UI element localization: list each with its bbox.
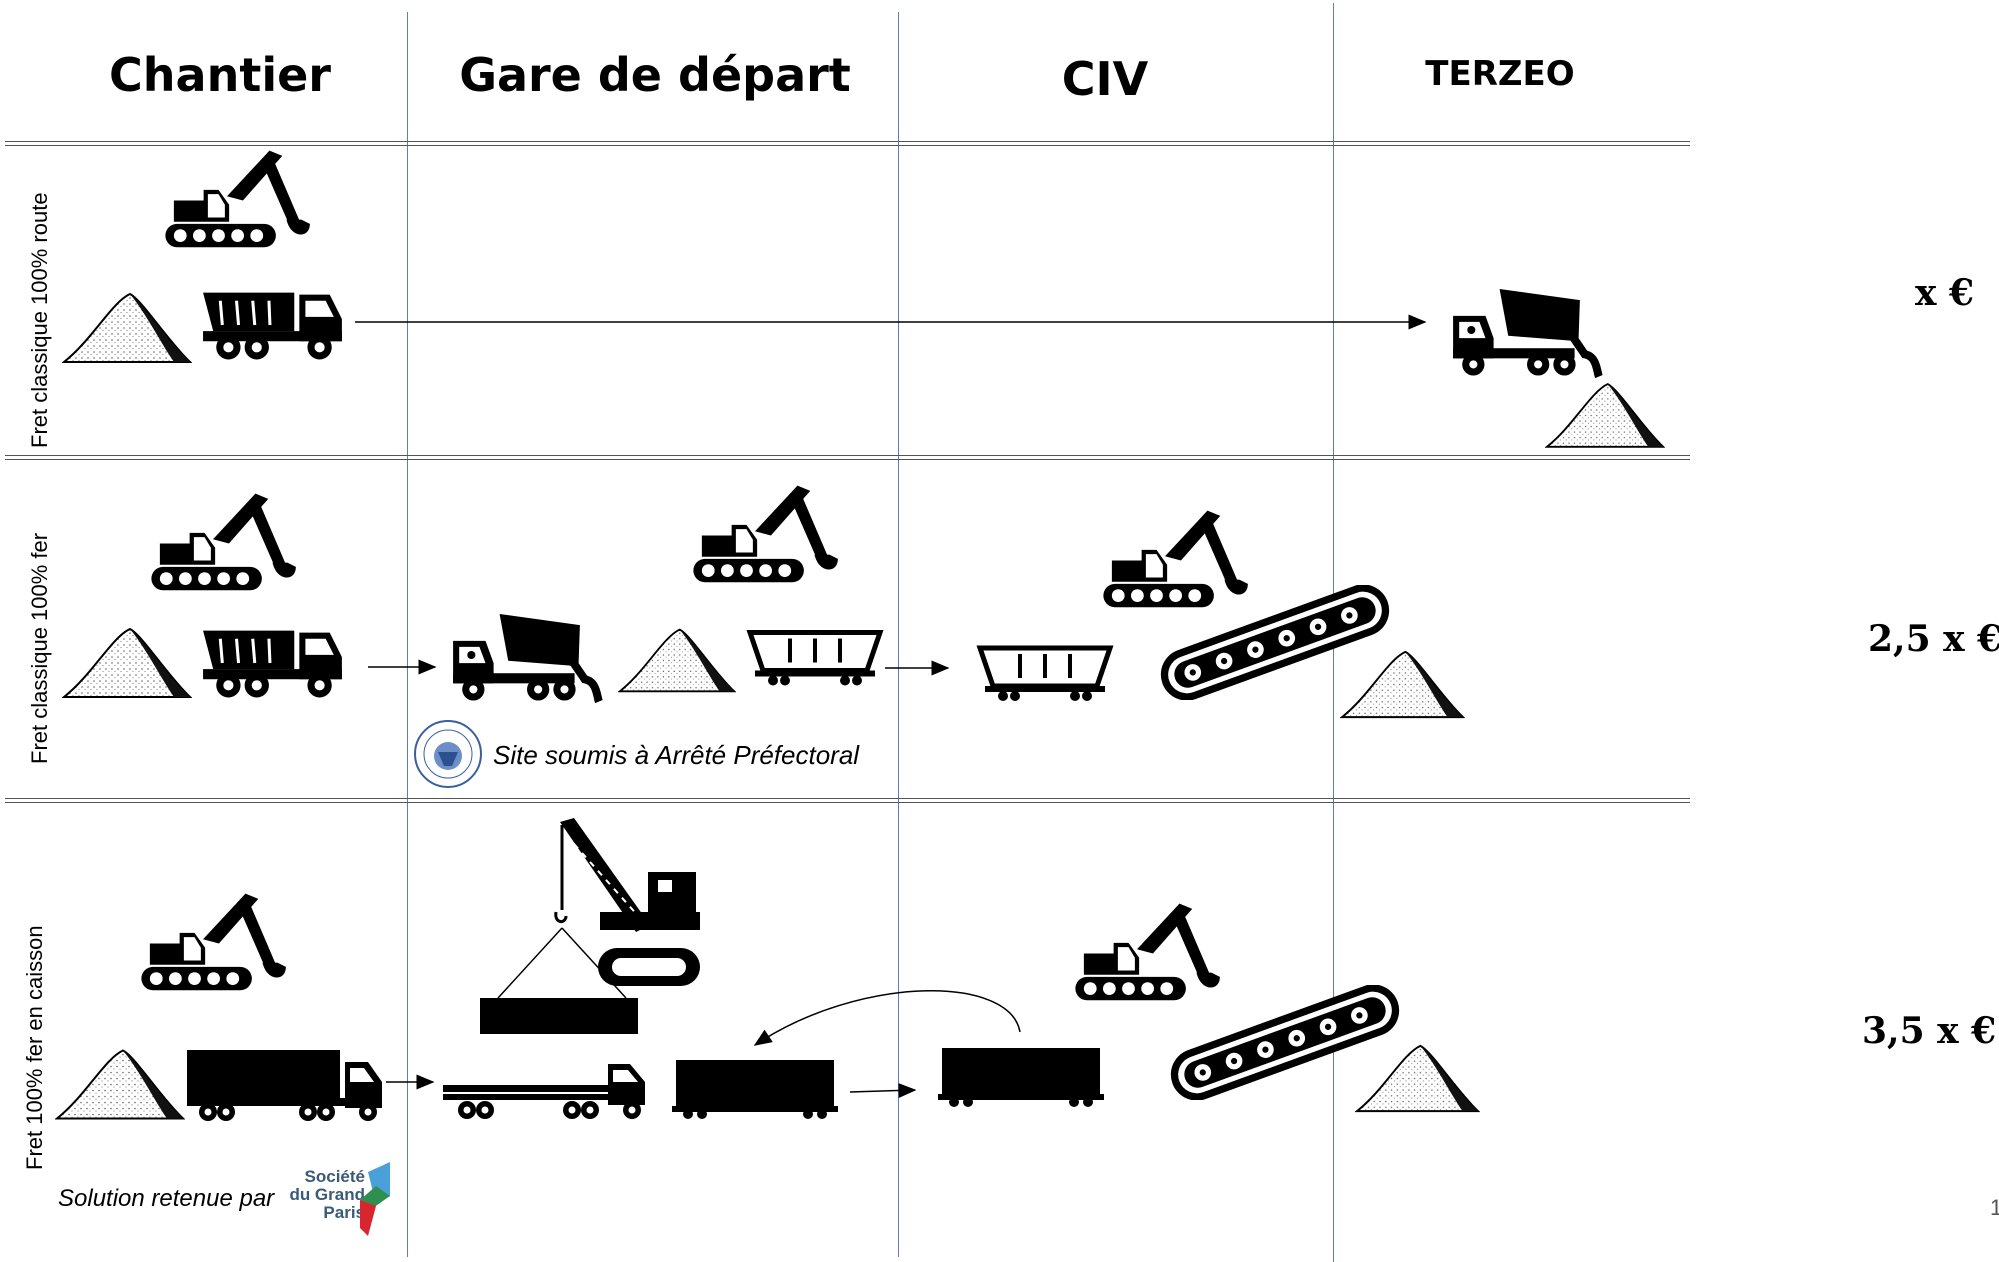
tipping-truck-icon xyxy=(453,603,599,701)
excavator-icon xyxy=(693,485,838,583)
hopper-wagon-icon xyxy=(750,633,880,686)
sgp-logo-line-3: Paris xyxy=(323,1203,365,1222)
sgp-logo-icon xyxy=(360,1162,390,1236)
container-wagon-icon xyxy=(672,1060,838,1119)
row-divider-1 xyxy=(5,455,1690,460)
sgp-logo-line-2: du Grand xyxy=(289,1185,365,1204)
container-wagon-icon xyxy=(938,1048,1104,1107)
excavator-icon xyxy=(165,150,310,248)
gravel-pile-icon xyxy=(618,628,736,693)
conveyor-belt-icon xyxy=(1163,985,1407,1100)
hopper-wagon-icon xyxy=(980,648,1110,701)
gravel-pile-icon xyxy=(55,1049,185,1120)
gravel-pile-icon xyxy=(1545,383,1665,448)
column-header-civ: CIV xyxy=(1061,52,1149,106)
column-header-gare-de-depart: Gare de départ xyxy=(459,48,851,102)
retained-solution-note: Solution retenue par xyxy=(58,1185,275,1212)
arrow-to-civ xyxy=(849,1083,917,1099)
excavator-icon xyxy=(151,493,296,591)
gravel-pile-icon xyxy=(63,628,191,698)
dump-truck-icon xyxy=(201,629,344,700)
column-divider-1 xyxy=(407,12,408,1257)
price-route: x € xyxy=(1915,272,1975,314)
dump-truck-icon xyxy=(201,291,344,362)
row-divider-header xyxy=(5,141,1690,146)
container-truck-icon xyxy=(187,1050,382,1121)
column-header-terzeo: TERZEO xyxy=(1425,54,1575,94)
crane-icon xyxy=(480,818,700,1034)
excavator-icon xyxy=(1103,510,1248,608)
tipping-truck-icon xyxy=(1453,278,1599,376)
prefectoral-note: Site soumis à Arrêté Préfectoral xyxy=(493,740,860,770)
price-fer: 2,5 x € xyxy=(1868,618,1999,660)
gravel-pile-icon xyxy=(1341,650,1464,719)
price-caisson: 3,5 x € xyxy=(1862,1010,1997,1052)
sgp-logo-line-1: Société xyxy=(304,1167,365,1186)
return-arrow xyxy=(753,990,1021,1046)
sgp-logo-text: Société du Grand Paris xyxy=(280,1168,365,1222)
prefecture-seal-icon xyxy=(414,720,482,788)
page-number: 1 xyxy=(1990,1195,1999,1220)
gravel-pile-icon xyxy=(1356,1044,1479,1113)
excavator-icon xyxy=(141,893,286,991)
row-divider-2 xyxy=(5,798,1690,803)
flatbed-truck-icon xyxy=(443,1064,645,1119)
gravel-pile-icon xyxy=(63,293,191,363)
excavator-icon xyxy=(1075,903,1220,1001)
column-header-chantier: Chantier xyxy=(109,48,331,102)
column-divider-2 xyxy=(898,12,899,1257)
